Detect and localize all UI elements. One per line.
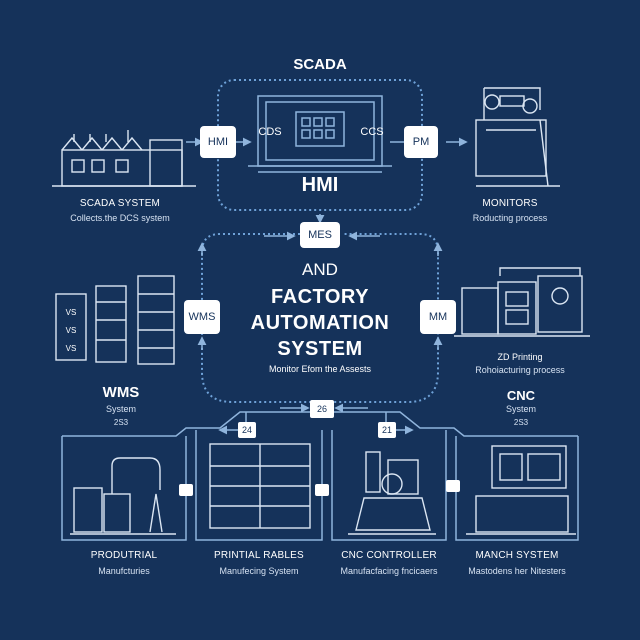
scada-system-sub: Collects.the DCS system (70, 213, 170, 223)
center-title-line1: FACTORY (271, 286, 369, 308)
scada-system-title: SCADA SYSTEM (79, 198, 161, 209)
center-title-line3: SYSTEM (277, 338, 363, 360)
node-21[interactable]: 21 (378, 422, 396, 438)
server-racks-illustration (55, 275, 175, 365)
node-26[interactable]: 26 (310, 400, 334, 418)
shelving-illustration (209, 443, 311, 529)
cnc-code: 2S3 (513, 418, 529, 427)
wms-tag[interactable]: WMS (184, 300, 220, 334)
machine-screen-illustration (466, 445, 576, 535)
monitors-title: MONITORS (482, 198, 538, 209)
b2-title: PRINTIAL RABLES (214, 550, 304, 561)
dcs-right-label: CCS (360, 126, 384, 138)
vs-label-1: VS (65, 308, 77, 317)
cnc-controller-illustration (348, 451, 436, 535)
b3-title: CNC CONTROLLER (341, 550, 437, 561)
dcs-left-label: CDS (258, 126, 282, 138)
mm-tag[interactable]: MM (420, 300, 456, 334)
vs-label-2: VS (65, 326, 77, 335)
center-subtitle: Monitor Efom the Assests (268, 364, 372, 374)
wms-sub: System (105, 404, 136, 414)
wms-code: 2S3 (113, 418, 129, 427)
connector-plug-2 (315, 484, 329, 496)
cnc-sub: System (505, 404, 536, 414)
b2-sub: Manufecing System (219, 566, 299, 576)
wms-title: WMS (102, 384, 140, 401)
monitors-sub: Roducting process (472, 213, 548, 223)
b4-title: MANCH SYSTEM (475, 550, 559, 561)
hmi-console-illustration (248, 95, 392, 173)
top-title: SCADA (293, 56, 347, 73)
hmi-left-tag[interactable]: HMI (200, 126, 236, 158)
connector-plug-1 (179, 484, 193, 496)
node-24[interactable]: 24 (238, 422, 256, 438)
b3-sub: Manufacfacing fncicaers (340, 566, 438, 576)
printing-machine-illustration (454, 267, 590, 337)
factory-building-illustration (52, 130, 196, 187)
pm-tag[interactable]: PM (404, 126, 438, 158)
mes-tag[interactable]: MES (300, 222, 340, 248)
vs-label-3: VS (65, 344, 77, 353)
hmi-big-label: HMI (301, 174, 339, 196)
cnc-title: CNC (506, 388, 536, 403)
robot-arm-illustration (475, 87, 560, 187)
printing-title: ZD Printing (497, 352, 543, 362)
and-text: AND (302, 260, 338, 279)
center-title-line2: AUTOMATION (250, 312, 390, 334)
printing-sub: Rohoiacturing process (475, 365, 565, 375)
b1-title: PRODUTRIAL (90, 550, 158, 561)
machine-illustration (70, 457, 176, 535)
b1-sub: Manufcturies (98, 566, 150, 576)
connector-plug-3 (446, 480, 460, 492)
b4-sub: Mastodens her Nitesters (468, 566, 566, 576)
